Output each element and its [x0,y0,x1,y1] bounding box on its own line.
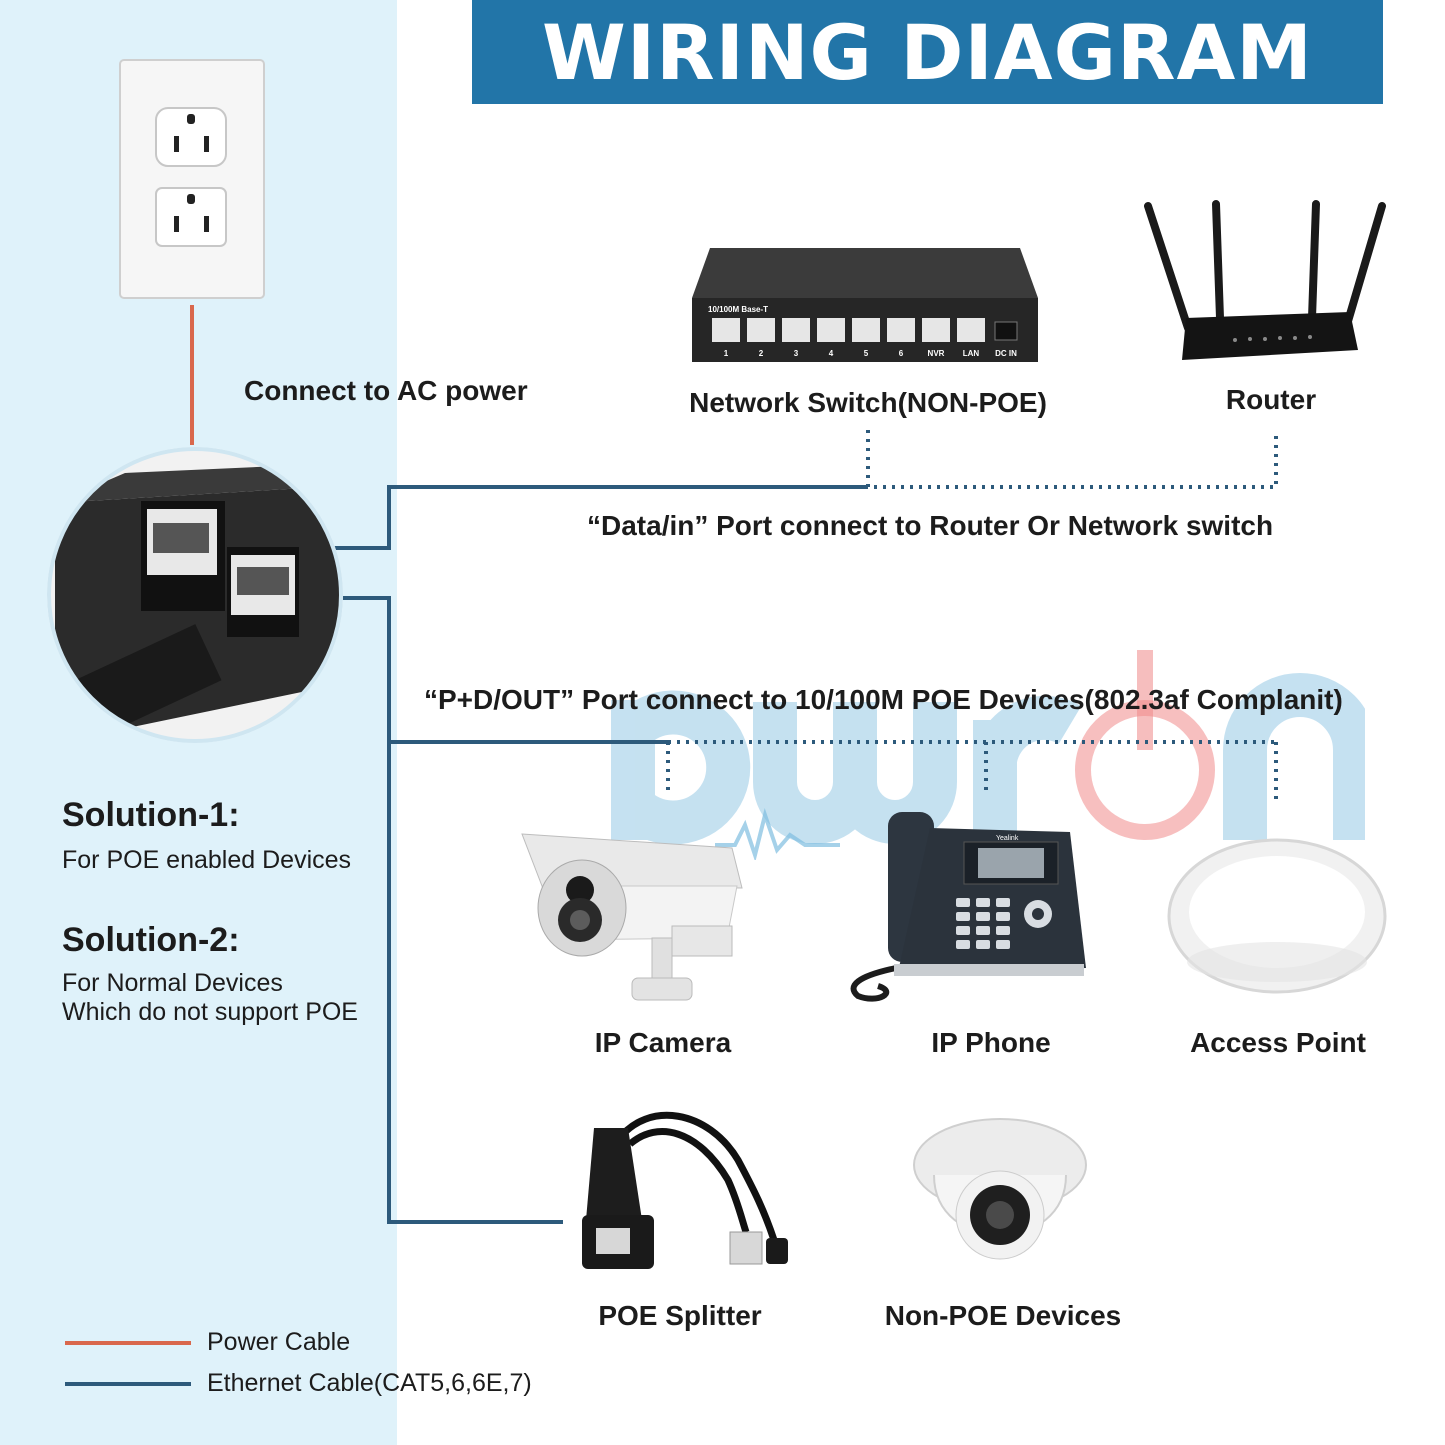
switch-port-3: 3 [794,349,799,358]
switch-port-lan: LAN [963,349,980,358]
legend-ethernet-line [65,1382,191,1386]
network-switch-label: Network Switch(NON-POE) [689,387,1047,418]
poe-splitter-label: POE Splitter [598,1300,762,1331]
non-poe-label: Non-POE Devices [884,1300,1122,1331]
switch-ports [712,318,985,342]
switch-header-text: 10/100M Base-T [708,305,768,314]
pd-out-dotted-link [666,740,1278,800]
switch-port-5: 5 [864,349,869,358]
switch-port-4: 4 [829,349,834,358]
switch-port-nvr: NVR [928,349,945,358]
legend-power-label: Power Cable [207,1328,351,1356]
switch-port-2: 2 [759,349,764,358]
phone-brand-text: Yealink [996,835,1019,842]
solution-2-title: Solution-2: [62,921,240,959]
wall-outlet-image [119,59,265,299]
legend-power-line [65,1341,191,1345]
page-title: WIRING DIAGRAM [542,7,1313,97]
ac-power-label: Connect to AC power [244,375,528,406]
pd-out-label: “P+D/OUT” Port connect to 10/100M POE De… [424,684,1343,715]
ip-camera-label: IP Camera [594,1027,732,1058]
solution-1-text: For POE enabled Devices [62,846,352,874]
switch-port-6: 6 [899,349,904,358]
title-banner: WIRING DIAGRAM [472,0,1383,104]
access-point-label: Access Point [1190,1027,1366,1058]
network-switch-image: 10/100M Base-T 1 2 3 4 5 6 NVR LAN DC IN [692,248,1038,362]
solution-2-text-line1: For Normal Devices [62,969,283,997]
access-point-image [1167,838,1387,994]
poe-injector-image [47,447,343,743]
switch-port-dc-in: DC IN [995,349,1017,358]
solution-2-text-line2: Which do not support POE [62,998,358,1026]
switch-port-1: 1 [724,349,729,358]
ip-camera-image [521,833,743,1001]
router-label: Router [1225,384,1317,415]
solution-1-title: Solution-1: [62,796,240,834]
legend-ethernet-label: Ethernet Cable(CAT5,6,6E,7) [207,1369,532,1397]
ip-phone-label: IP Phone [931,1027,1051,1058]
ip-phone-image: Yealink [850,812,1086,1002]
data-in-dotted-link [866,430,1278,489]
poe-splitter-image [582,1111,788,1269]
data-in-label: “Data/in” Port connect to Router Or Netw… [587,510,1274,541]
router-image [1144,200,1386,360]
dome-camera-image [913,1118,1087,1260]
